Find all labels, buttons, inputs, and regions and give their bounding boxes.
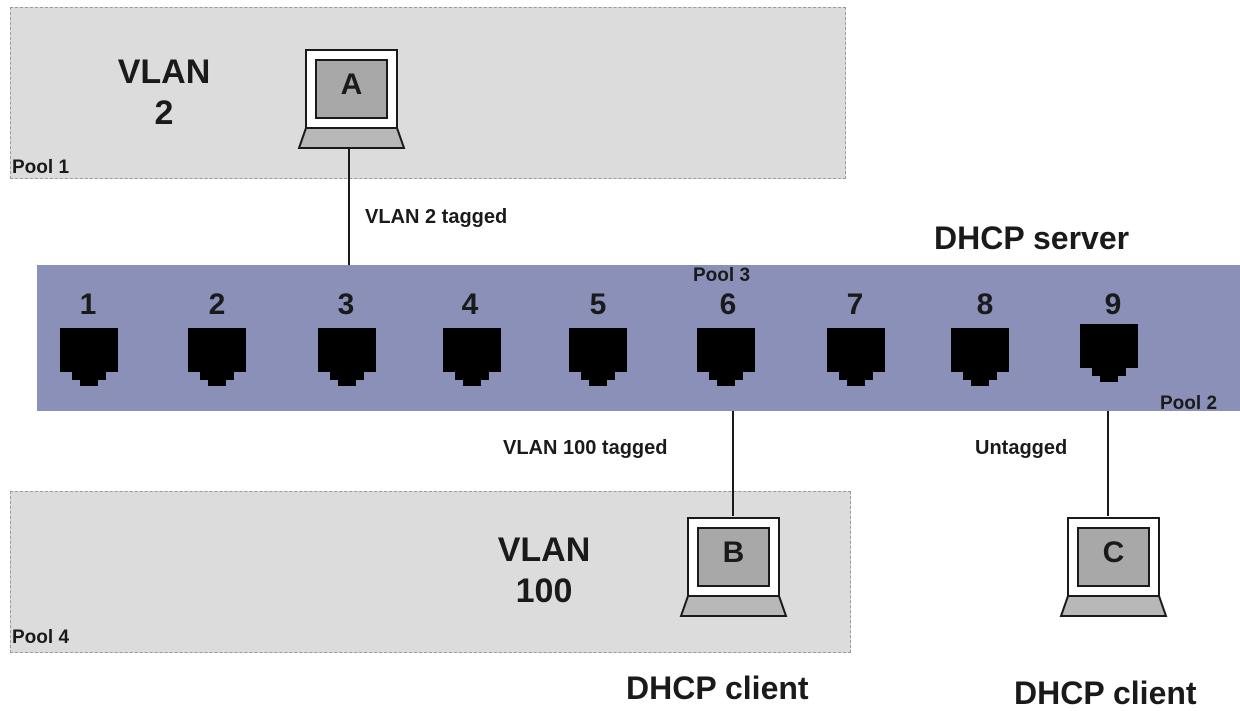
port-6-number: 6: [719, 288, 737, 321]
vlan2-title: VLAN 2: [117, 53, 211, 132]
vlan2-zone: [10, 7, 846, 179]
pool1-label: Pool 1: [12, 157, 70, 178]
pool4-label: Pool 4: [12, 627, 70, 648]
port-2-icon[interactable]: [188, 328, 248, 388]
port-5-number: 5: [589, 288, 607, 321]
port-2-number: 2: [208, 288, 226, 321]
port-9-icon[interactable]: [1080, 324, 1140, 384]
pool2-label: Pool 2: [1160, 393, 1218, 414]
pool3-label: Pool 3: [693, 265, 751, 286]
wire-c-port9: [1107, 378, 1109, 516]
dhcp-client-b-label: DHCP client: [626, 670, 809, 706]
device-a-label: A: [340, 68, 363, 101]
device-c-label: C: [1102, 536, 1125, 569]
laptop-a-icon: [297, 49, 406, 149]
port-4-number: 4: [461, 288, 479, 321]
laptop-c-icon: [1059, 517, 1168, 617]
port-3-icon[interactable]: [318, 328, 378, 388]
port-9-number: 9: [1104, 288, 1122, 321]
port-6-icon[interactable]: [697, 328, 757, 388]
wire-a-port3: [348, 148, 350, 282]
link-label-a: VLAN 2 tagged: [365, 206, 508, 228]
port-7-number: 7: [846, 288, 864, 321]
link-label-b: VLAN 100 tagged: [503, 437, 668, 459]
port-5-icon[interactable]: [569, 328, 629, 388]
port-3-number: 3: [337, 288, 355, 321]
dhcp-server-label: DHCP server: [934, 220, 1130, 256]
laptop-b-icon: [679, 517, 788, 617]
port-7-icon[interactable]: [827, 328, 887, 388]
vlan100-title: VLAN 100: [497, 531, 591, 610]
link-label-c: Untagged: [975, 437, 1068, 459]
wire-b-port6: [732, 378, 734, 516]
port-8-icon[interactable]: [951, 328, 1011, 388]
device-b-label: B: [722, 536, 745, 569]
port-1-number: 1: [79, 288, 97, 321]
port-4-icon[interactable]: [443, 328, 503, 388]
port-8-number: 8: [976, 288, 994, 321]
dhcp-client-c-label: DHCP client: [1014, 675, 1197, 711]
port-1-icon[interactable]: [60, 328, 120, 388]
